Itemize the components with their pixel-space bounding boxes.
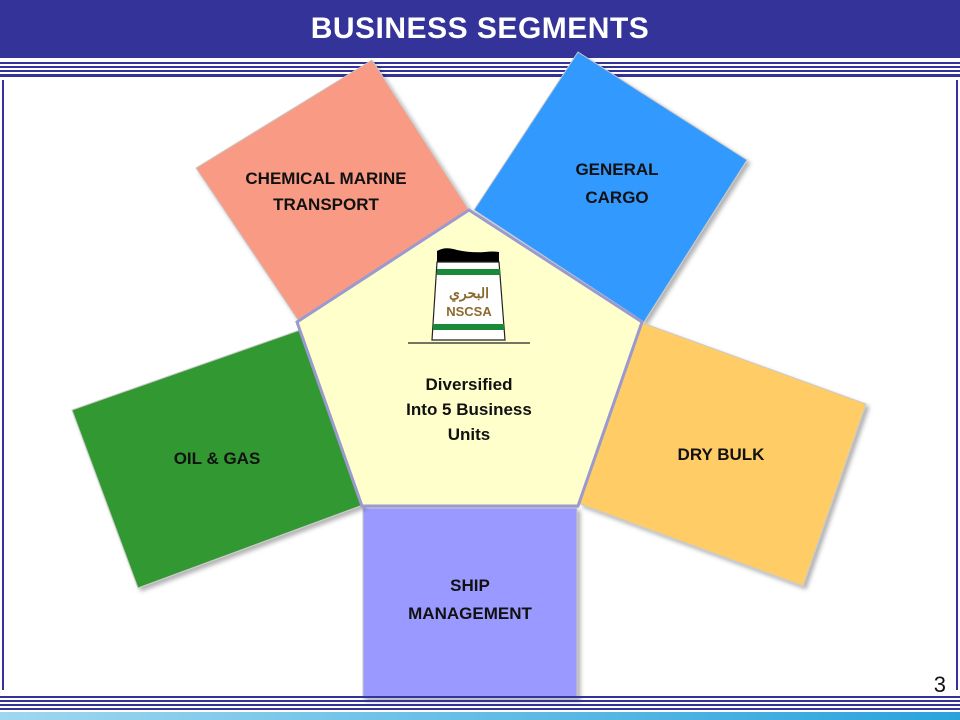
logo-stripe-bottom [433, 324, 504, 330]
bottom-rule-4 [0, 708, 960, 710]
segment-oil-gas[interactable]: OIL & GAS [71, 329, 364, 589]
page-title: BUSINESS SEGMENTS [310, 12, 650, 45]
segment-drybulk-label: DRY BULK [678, 445, 766, 464]
segment-general-label-2: CARGO [585, 188, 648, 207]
nscsa-logo: البحري NSCSA [408, 248, 530, 344]
segment-ship-shape [362, 507, 578, 699]
bottom-rule-1 [0, 696, 960, 698]
segment-oilgas-label: OIL & GAS [174, 449, 261, 468]
title-bar: BUSINESS SEGMENTS [0, 0, 960, 58]
logo-funnel-top [437, 248, 499, 262]
segment-general-cargo[interactable]: GENERAL CARGO [473, 51, 748, 323]
logo-funnel-body [431, 261, 506, 341]
segment-general-shape [473, 51, 748, 323]
logo-nscsa-text: NSCSA [446, 304, 492, 319]
top-rule-2 [0, 66, 960, 68]
top-rule-4 [0, 74, 960, 77]
top-rule-1 [0, 62, 960, 64]
center-text-line-2: Into 5 Business [406, 400, 532, 419]
center-pentagon-shape [295, 208, 644, 508]
logo-arabic-text: البحري [449, 285, 489, 302]
bottom-accent-bar [0, 712, 960, 720]
center-text-line-3: Units [448, 425, 491, 444]
segment-ship-management[interactable]: SHIP MANAGEMENT [362, 507, 578, 699]
segment-general-label-1: GENERAL [575, 160, 658, 179]
frame-right [956, 80, 958, 690]
bottom-rule-3 [0, 704, 960, 706]
segment-ship-label-1: SHIP [450, 576, 490, 595]
frame-left [2, 80, 4, 690]
logo-stripe-top [437, 269, 500, 275]
center-text-line-1: Diversified [426, 375, 513, 394]
top-rule-3 [0, 70, 960, 72]
segment-chemical-marine-transport[interactable]: CHEMICAL MARINE TRANSPORT [195, 59, 470, 321]
segment-chemical-label-2: TRANSPORT [273, 195, 379, 214]
center-pentagon: البحري NSCSA Diversified Into 5 Business… [295, 208, 644, 508]
page-number: 3 [933, 672, 946, 697]
bottom-rule-2 [0, 700, 960, 702]
segment-chemical-label-1: CHEMICAL MARINE [245, 169, 406, 188]
segment-ship-label-2: MANAGEMENT [408, 604, 532, 623]
